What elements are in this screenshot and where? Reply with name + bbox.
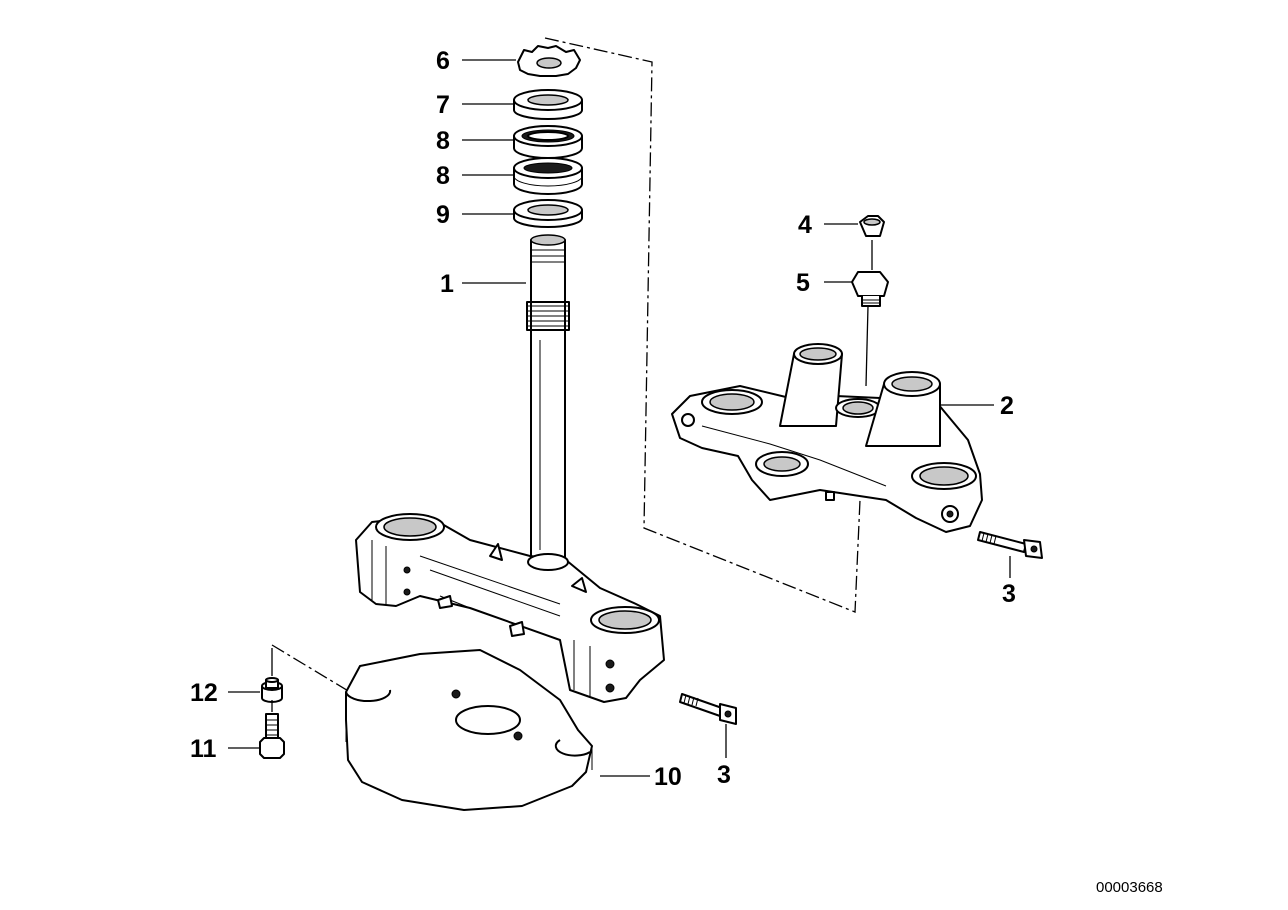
callout-8b: 8	[436, 162, 450, 190]
part-8-bearing-upper	[513, 125, 583, 159]
part-10-cover-plate	[345, 649, 593, 811]
callout-10: 10	[654, 763, 682, 791]
part-5-hex-nut	[851, 271, 889, 387]
lower-triple-clamp	[355, 513, 665, 703]
part-9-seal-ring	[513, 199, 583, 228]
part-1-steering-stem	[526, 234, 570, 561]
callout-1: 1	[440, 270, 454, 298]
callout-6: 6	[436, 47, 450, 75]
callout-11: 11	[190, 735, 217, 763]
part-6-castle-nut	[517, 45, 581, 77]
assembly-line-lower	[271, 644, 351, 693]
callout-3-lower: 3	[717, 761, 731, 789]
diagram-reference-number: 00003668	[1096, 879, 1163, 896]
part-8-bearing-lower	[513, 157, 583, 195]
part-4-cap-nut	[859, 215, 885, 237]
part-7-seal-ring	[513, 89, 583, 120]
callout-4: 4	[798, 211, 812, 239]
part-11-hex-bolt	[259, 713, 285, 759]
callout-5: 5	[796, 269, 810, 297]
callout-8a: 8	[436, 127, 450, 155]
callout-7: 7	[436, 91, 450, 119]
callout-12: 12	[190, 679, 218, 707]
callout-9: 9	[436, 201, 450, 229]
part-3-bolt-right	[977, 531, 1043, 559]
assembly-line-upper	[544, 37, 861, 613]
part-3-bolt-lower	[679, 693, 737, 725]
callout-3-right: 3	[1002, 580, 1016, 608]
callout-2: 2	[1000, 392, 1014, 420]
part-12-collar-screw	[261, 677, 283, 703]
part-2-upper-triple-clamp	[671, 343, 983, 533]
